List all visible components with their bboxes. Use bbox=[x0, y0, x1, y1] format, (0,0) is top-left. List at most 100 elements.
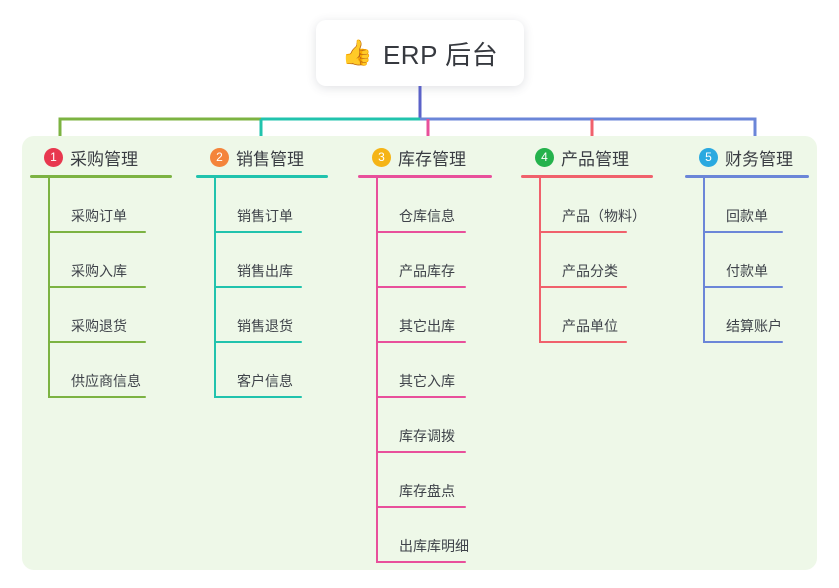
leaf-list: 采购订单采购入库采购退货供应商信息 bbox=[30, 178, 180, 398]
leaf-label: 产品分类 bbox=[562, 263, 618, 279]
leaf-item[interactable]: 产品单位 bbox=[539, 288, 661, 343]
leaf-item[interactable]: 销售出库 bbox=[214, 233, 336, 288]
branch-column-3: 3 库存管理仓库信息产品库存其它出库其它入库库存调拨库存盘点出库库明细 bbox=[358, 143, 500, 563]
root-title: ERP 后台 bbox=[382, 39, 499, 70]
leaf-item[interactable]: 其它入库 bbox=[376, 343, 500, 398]
leaf-spine bbox=[539, 178, 541, 343]
leaf-item[interactable]: 销售订单 bbox=[214, 178, 336, 233]
leaf-item[interactable]: 销售退货 bbox=[214, 288, 336, 343]
leaf-label: 仓库信息 bbox=[399, 208, 455, 224]
leaf-item[interactable]: 采购入库 bbox=[48, 233, 180, 288]
leaf-spine bbox=[214, 178, 216, 398]
branch-header-rule bbox=[358, 175, 492, 178]
leaf-rule bbox=[48, 396, 146, 398]
leaf-label: 库存调拨 bbox=[399, 428, 455, 444]
branch-header-rule bbox=[196, 175, 328, 178]
leaf-label: 采购订单 bbox=[71, 208, 127, 224]
branch-number-badge: 2 bbox=[210, 147, 229, 167]
branch-title: 产品管理 bbox=[561, 149, 629, 169]
leaf-spine bbox=[48, 178, 50, 398]
leaf-list: 仓库信息产品库存其它出库其它入库库存调拨库存盘点出库库明细 bbox=[358, 178, 500, 563]
leaf-list: 产品（物料） 产品分类产品单位 bbox=[521, 178, 661, 343]
leaf-rule bbox=[48, 231, 146, 233]
leaf-label: 出库库明细 bbox=[399, 538, 469, 554]
leaf-item[interactable]: 结算账户 bbox=[703, 288, 817, 343]
branch-header-rule bbox=[30, 175, 172, 178]
leaf-rule bbox=[376, 396, 466, 398]
leaf-rule bbox=[376, 506, 466, 508]
leaf-rule bbox=[703, 341, 783, 343]
branch-header-4[interactable]: 4 产品管理 bbox=[521, 143, 661, 171]
branch-header-2[interactable]: 2 销售管理 bbox=[196, 143, 336, 171]
leaf-spine bbox=[376, 178, 378, 563]
leaf-label: 产品（物料） bbox=[562, 208, 646, 224]
leaf-item[interactable]: 产品（物料） bbox=[539, 178, 661, 233]
root-node[interactable]: 👍 ERP 后台 bbox=[316, 20, 524, 86]
leaf-rule bbox=[214, 341, 302, 343]
leaf-label: 产品单位 bbox=[562, 318, 618, 334]
branch-number-badge: 4 bbox=[535, 147, 554, 167]
leaf-label: 销售退货 bbox=[237, 318, 293, 334]
leaf-rule bbox=[539, 286, 627, 288]
branch-header-3[interactable]: 3 库存管理 bbox=[358, 143, 500, 171]
branch-number-badge: 3 bbox=[372, 147, 391, 167]
leaf-rule bbox=[48, 286, 146, 288]
leaf-rule bbox=[376, 451, 466, 453]
leaf-item[interactable]: 出库库明细 bbox=[376, 508, 500, 563]
leaf-label: 客户信息 bbox=[237, 373, 293, 389]
leaf-list: 销售订单销售出库销售退货客户信息 bbox=[196, 178, 336, 398]
leaf-label: 结算账户 bbox=[726, 318, 782, 334]
branch-title: 采购管理 bbox=[70, 149, 138, 169]
leaf-item[interactable]: 采购订单 bbox=[48, 178, 180, 233]
branch-title: 财务管理 bbox=[725, 149, 793, 169]
branch-title: 销售管理 bbox=[236, 149, 304, 169]
leaf-label: 销售出库 bbox=[237, 263, 293, 279]
leaf-rule bbox=[376, 286, 466, 288]
branch-header-rule bbox=[685, 175, 809, 178]
leaf-label: 采购退货 bbox=[71, 318, 127, 334]
leaf-item[interactable]: 其它出库 bbox=[376, 288, 500, 343]
leaf-item[interactable]: 采购退货 bbox=[48, 288, 180, 343]
branch-number-badge: 5 bbox=[699, 147, 718, 167]
leaf-label: 销售订单 bbox=[237, 208, 293, 224]
leaf-label: 产品库存 bbox=[399, 263, 455, 279]
leaf-label: 库存盘点 bbox=[399, 483, 455, 499]
branch-header-5[interactable]: 5 财务管理 bbox=[685, 143, 817, 171]
leaf-rule bbox=[376, 231, 466, 233]
leaf-rule bbox=[214, 286, 302, 288]
leaf-item[interactable]: 库存盘点 bbox=[376, 453, 500, 508]
branch-header-rule bbox=[521, 175, 653, 178]
branch-column-1: 1 采购管理采购订单采购入库采购退货供应商信息 bbox=[30, 143, 180, 398]
branch-number-badge: 1 bbox=[44, 147, 63, 167]
leaf-label: 付款单 bbox=[726, 263, 768, 279]
leaf-item[interactable]: 仓库信息 bbox=[376, 178, 500, 233]
branch-header-1[interactable]: 1 采购管理 bbox=[30, 143, 180, 171]
leaf-label: 回款单 bbox=[726, 208, 768, 224]
leaf-item[interactable]: 供应商信息 bbox=[48, 343, 180, 398]
leaf-label: 采购入库 bbox=[71, 263, 127, 279]
leaf-item[interactable]: 付款单 bbox=[703, 233, 817, 288]
leaf-rule bbox=[703, 231, 783, 233]
leaf-item[interactable]: 产品分类 bbox=[539, 233, 661, 288]
leaf-rule bbox=[376, 341, 466, 343]
leaf-label: 其它出库 bbox=[399, 318, 455, 334]
thumbs-up-icon: 👍 bbox=[341, 38, 373, 67]
leaf-rule bbox=[214, 396, 302, 398]
branch-column-2: 2 销售管理销售订单销售出库销售退货客户信息 bbox=[196, 143, 336, 398]
leaf-item[interactable]: 产品库存 bbox=[376, 233, 500, 288]
leaf-label: 其它入库 bbox=[399, 373, 455, 389]
leaf-rule bbox=[539, 341, 627, 343]
branch-title: 库存管理 bbox=[398, 149, 466, 169]
leaf-item[interactable]: 客户信息 bbox=[214, 343, 336, 398]
leaf-rule bbox=[48, 341, 146, 343]
leaf-spine bbox=[703, 178, 705, 343]
diagram-panel bbox=[22, 136, 817, 570]
leaf-rule bbox=[703, 286, 783, 288]
leaf-item[interactable]: 回款单 bbox=[703, 178, 817, 233]
leaf-rule bbox=[214, 231, 302, 233]
leaf-rule bbox=[539, 231, 627, 233]
leaf-label: 供应商信息 bbox=[71, 373, 141, 389]
leaf-item[interactable]: 库存调拨 bbox=[376, 398, 500, 453]
branch-column-5: 5 财务管理回款单付款单结算账户 bbox=[685, 143, 817, 343]
leaf-rule bbox=[376, 561, 466, 563]
